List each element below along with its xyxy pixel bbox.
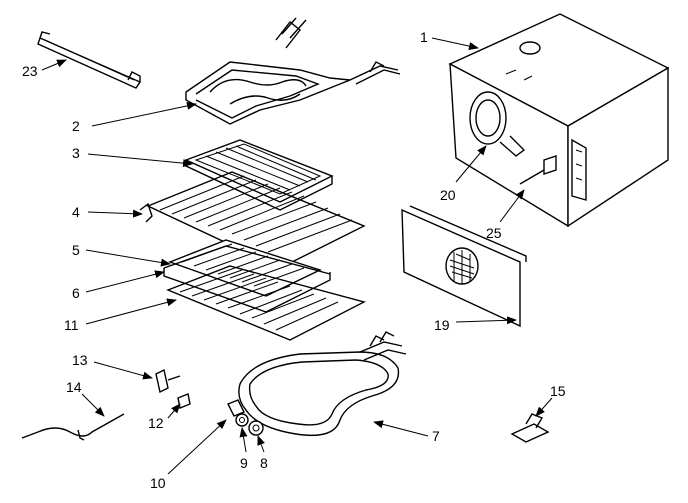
callout-13: 13: [72, 352, 88, 368]
part-1-oven-cavity: [448, 13, 670, 228]
callout-6: 6: [72, 285, 80, 301]
callout-5: 5: [72, 242, 80, 258]
callout-15: 15: [550, 383, 566, 399]
callout-3: 3: [72, 145, 80, 161]
part-8-knob: [248, 420, 264, 436]
part-19-rear-panel: [401, 205, 527, 328]
part-11-oven-rack: [166, 265, 366, 341]
callout-20: 20: [440, 187, 456, 203]
callout-9: 9: [240, 455, 248, 471]
part-7-bake-element: [238, 331, 407, 437]
callout-1: 1: [420, 29, 428, 45]
part-13-clip: [155, 368, 181, 394]
callout-11: 11: [64, 317, 79, 333]
part-14-probe: [21, 413, 125, 441]
part-25-bracket: [519, 155, 557, 185]
callout-7: 7: [432, 428, 440, 444]
part-10-switch: [227, 399, 245, 417]
callout-14: 14: [66, 379, 82, 395]
part-15-bracket: [510, 413, 550, 443]
callout-19: 19: [434, 317, 450, 333]
part-12-clip: [177, 393, 191, 409]
callout-8: 8: [260, 455, 268, 471]
part-23-bracket: [37, 31, 142, 89]
callout-10: 10: [150, 475, 166, 491]
callout-23: 23: [22, 63, 38, 79]
callout-25: 25: [486, 225, 502, 241]
part-2-broil-element: [185, 17, 401, 125]
callout-labels: 1 2 3 4 5 6 7 8 9 10 11 12 13 14 15 19 2…: [22, 29, 566, 491]
callout-2: 2: [72, 118, 80, 134]
callout-12: 12: [148, 415, 164, 431]
part-9-knob: [235, 413, 249, 427]
callout-4: 4: [72, 204, 80, 220]
leader-lines: [41, 37, 553, 475]
